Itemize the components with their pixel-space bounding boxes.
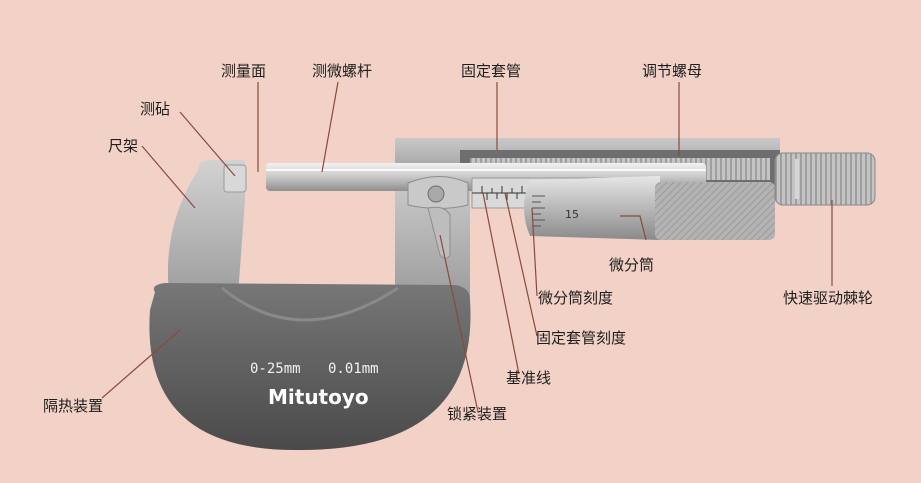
leader-index-line (482, 192, 520, 375)
label-sleeve-scale: 固定套管刻度 (536, 329, 627, 347)
leader-spindle (321, 81, 339, 173)
label-spindle: 测微螺杆 (312, 62, 373, 80)
label-frame: 尺架 (108, 137, 139, 155)
anvil-shape (223, 164, 247, 193)
heat-insulator-pad (149, 283, 471, 451)
thimble-shape (524, 176, 660, 240)
leader-frame (141, 145, 196, 209)
label-heat-insulator: 隔热装置 (43, 397, 104, 415)
label-anvil: 测砧 (140, 100, 171, 118)
leader-anvil (179, 111, 236, 177)
leader-thimble-scale (531, 207, 538, 297)
label-index-line: 基准线 (506, 369, 552, 387)
label-ratchet: 快速驱动棘轮 (783, 289, 874, 307)
ratchet-knob (774, 152, 876, 206)
label-measuring-face: 测量面 (221, 62, 267, 80)
leader-heat-insulator (101, 329, 181, 399)
leader-lock (439, 234, 479, 413)
label-thimble: 微分筒 (609, 256, 655, 274)
leader-sleeve-scale (504, 192, 538, 337)
label-lock: 锁紧装置 (447, 405, 508, 423)
frame-body (167, 160, 470, 300)
label-thimble-scale: 微分筒刻度 (538, 289, 614, 307)
thimble-number: 15 (565, 208, 579, 221)
lock-lever (407, 176, 469, 259)
range-marking: 0-25mm (250, 361, 301, 377)
thimble-knurl (655, 182, 775, 240)
leader-thimble (620, 215, 647, 241)
brand-logo-text: Mitutoyo (268, 385, 369, 409)
label-sleeve: 固定套管 (461, 62, 522, 80)
resolution-marking: 0.01mm (328, 361, 379, 377)
label-adjusting-nut: 调节螺母 (642, 62, 703, 80)
